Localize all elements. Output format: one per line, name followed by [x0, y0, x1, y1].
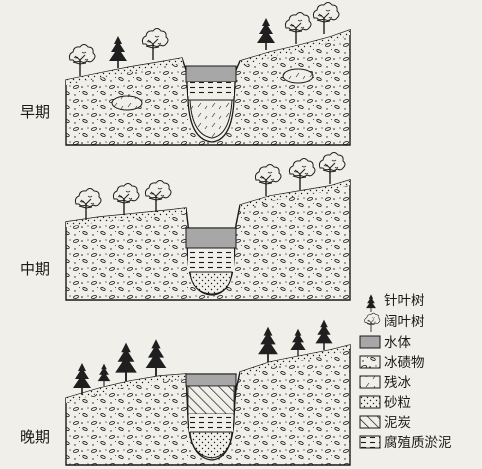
stage-label-late: 晚期	[20, 428, 50, 446]
sapropel-swatch	[359, 435, 381, 449]
stage-early-panel: 早期	[20, 1, 351, 146]
broadleaf-tree-icon	[254, 163, 282, 197]
broadleaf-tree-icon	[144, 179, 172, 213]
conifer-tree-icon	[314, 318, 334, 351]
legend-label-conifer: 针叶树	[384, 293, 425, 309]
stage-label-early: 早期	[20, 103, 50, 121]
till-swatch	[359, 355, 381, 369]
broadleaf-tree-icon	[68, 43, 96, 77]
legend-label-till: 冰碛物	[384, 355, 425, 371]
broadleaf-icon	[364, 312, 381, 333]
legend-item-till: 冰碛物	[359, 355, 425, 371]
legend-label-peat: 泥炭	[384, 415, 411, 431]
conifer-tree-icon	[144, 338, 168, 377]
legend: 针叶树 阔叶树 水体 冰碛物 残冰 砂粒 泥炭 腐殖质淤泥	[359, 293, 452, 451]
legend-item-dead-ice: 残冰	[359, 375, 411, 391]
broadleaf-tree-icon	[112, 182, 140, 216]
legend-label-sand: 砂粒	[384, 395, 411, 411]
legend-item-water: 水体	[359, 335, 411, 351]
peat-swatch	[359, 415, 381, 429]
broadleaf-tree-icon	[284, 11, 312, 45]
legend-item-sand: 砂粒	[359, 395, 411, 411]
conifer-tree-icon	[72, 362, 92, 396]
broadleaf-tree-icon	[288, 157, 316, 191]
conifer-tree-icon	[114, 341, 138, 382]
broadleaf-tree-icon	[141, 27, 169, 61]
stage-late-panel: 晚期	[20, 318, 351, 466]
legend-item-conifer: 针叶树	[365, 293, 425, 313]
broadleaf-tree-icon	[318, 151, 346, 185]
dead-ice-swatch	[359, 375, 381, 389]
legend-label-dead-ice: 残冰	[384, 375, 411, 391]
stage-middle-panel: 中期	[20, 151, 351, 301]
legend-label-sapropel: 腐殖质淤泥	[384, 434, 452, 451]
conifer-tree-icon	[256, 17, 276, 51]
stage-label-middle: 中期	[20, 260, 50, 278]
sand-swatch	[359, 395, 381, 409]
conifer-tree-icon	[289, 328, 307, 357]
broadleaf-tree-icon	[312, 1, 340, 35]
water-swatch	[359, 335, 381, 349]
broadleaf-tree-icon	[74, 187, 102, 221]
legend-item-broadleaf: 阔叶树	[364, 312, 425, 333]
legend-item-peat: 泥炭	[359, 415, 411, 431]
conifer-tree-icon	[257, 325, 279, 363]
legend-label-broadleaf: 阔叶树	[384, 314, 425, 330]
legend-label-water: 水体	[384, 335, 411, 351]
conifer-icon	[365, 293, 377, 313]
conifer-tree-icon	[97, 363, 111, 387]
legend-item-sapropel: 腐殖质淤泥	[359, 434, 452, 451]
conifer-tree-icon	[108, 35, 128, 69]
